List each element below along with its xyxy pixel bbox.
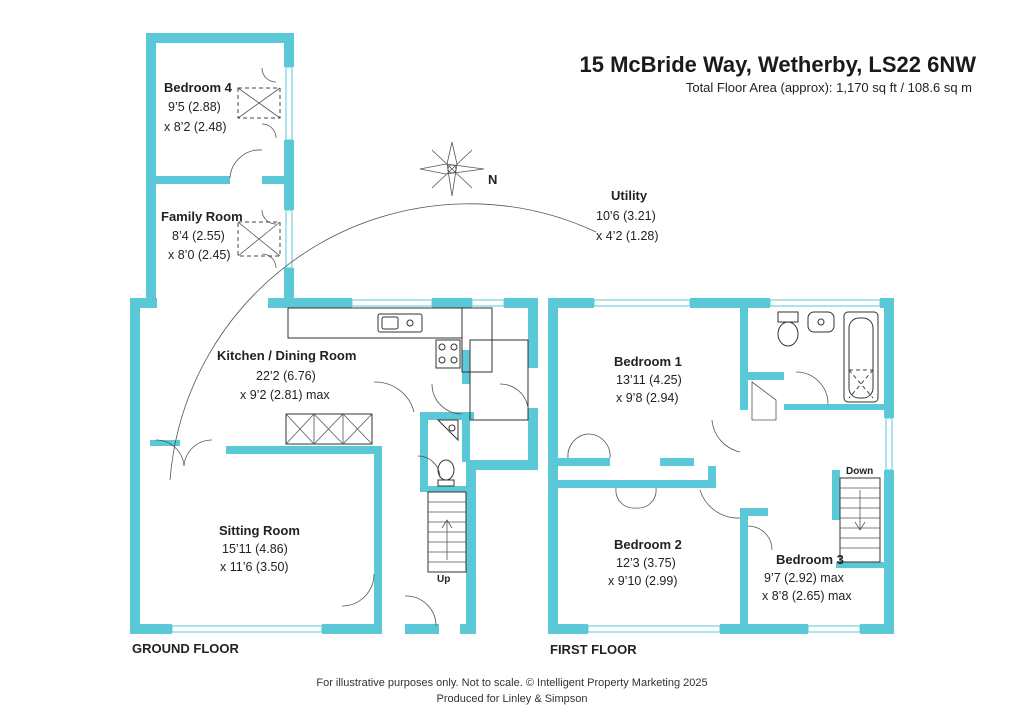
ground-floor-label: GROUND FLOOR	[132, 641, 239, 656]
compass-icon	[419, 141, 485, 197]
kitchen-name: Kitchen / Dining Room	[217, 348, 356, 363]
ground-stairs-label: Up	[437, 574, 450, 585]
utility-name: Utility	[611, 188, 648, 203]
ground-floor-walls	[130, 33, 538, 634]
first-stairs	[839, 477, 881, 563]
first-floor-label: FIRST FLOOR	[550, 642, 637, 657]
kitchen-fixtures	[285, 307, 493, 445]
ground-doors	[155, 67, 529, 627]
bedroom3-dim2: x 8’8 (2.65) max	[762, 589, 852, 603]
utility-fixtures	[169, 203, 597, 487]
sitting-room-dim2: x 11’6 (3.50)	[220, 560, 289, 574]
bathroom-fixtures	[777, 311, 879, 403]
bedroom3-dim1: 9’7 (2.92) max	[764, 571, 845, 585]
bedroom4-dim2: x 8’2 (2.48)	[164, 120, 227, 134]
bedroom1-dim1: 13’11 (4.25)	[616, 373, 682, 387]
bedroom3-name: Bedroom 3	[776, 552, 844, 567]
family-room-dim1: 8’4 (2.55)	[172, 229, 225, 243]
family-room-name: Family Room	[161, 209, 243, 224]
bedroom4-dim1: 9’5 (2.88)	[168, 100, 221, 114]
utility-dim2: x 4’2 (1.28)	[596, 229, 659, 243]
bedroom4-name: Bedroom 4	[164, 80, 233, 95]
ground-stairs	[427, 491, 467, 573]
first-floor-windows	[587, 299, 893, 633]
ground-floor-windows	[171, 66, 505, 633]
compass-label: N	[488, 172, 497, 187]
property-title: 15 McBride Way, Wetherby, LS22 6NW	[579, 52, 976, 77]
utility-dim1: 10’6 (3.21)	[596, 209, 656, 223]
sitting-room-dim1: 15’11 (4.86)	[222, 542, 288, 556]
first-floor-walls	[548, 298, 894, 634]
bedroom2-dim1: 12’3 (3.75)	[616, 556, 676, 570]
first-stairs-label: Down	[846, 466, 873, 477]
bedroom2-name: Bedroom 2	[614, 537, 682, 552]
total-floor-area: Total Floor Area (approx): 1,170 sq ft /…	[685, 80, 972, 95]
disclaimer: For illustrative purposes only. Not to s…	[316, 677, 708, 689]
bedroom1-dim2: x 9’8 (2.94)	[616, 391, 679, 405]
utility-pointer-line	[169, 203, 597, 481]
bedroom1-name: Bedroom 1	[614, 354, 682, 369]
bedroom2-dim2: x 9’10 (2.99)	[608, 574, 677, 588]
kitchen-dim1: 22’2 (6.76)	[256, 369, 316, 383]
produced-for: Produced for Linley & Simpson	[436, 693, 588, 705]
sitting-room-name: Sitting Room	[219, 523, 300, 538]
kitchen-dim2: x 9’2 (2.81) max	[240, 388, 330, 402]
family-room-dim2: x 8’0 (2.45)	[168, 248, 231, 262]
first-doors	[567, 371, 829, 551]
